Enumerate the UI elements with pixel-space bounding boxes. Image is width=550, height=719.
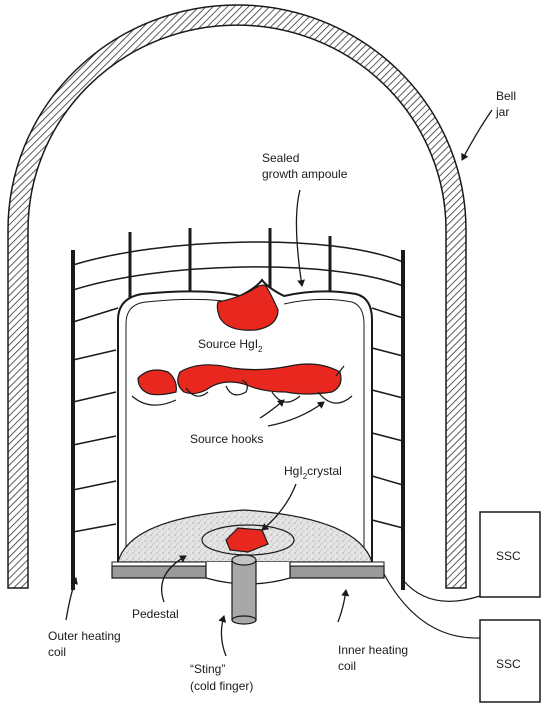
source-hgi2-blob (216, 284, 279, 331)
sting-label-1: “Sting” (190, 662, 225, 676)
pedestal-label: Pedestal (132, 607, 179, 621)
ampoule-label-1: Sealed (262, 151, 299, 165)
bell-jar (7, 4, 467, 589)
bell-jar-label-2: jar (495, 105, 509, 119)
wire-outer (402, 579, 481, 602)
sting-cold-finger (231, 554, 257, 625)
inner-coil-label-2: coil (338, 659, 356, 673)
source-hooks (131, 363, 353, 406)
outer-coil-label-1: Outer heating (48, 629, 121, 643)
hgi2-crystal-label: HgI2crystal (284, 464, 342, 481)
outer-coil-label-2: coil (48, 645, 66, 659)
inner-coil-label-1: Inner heating (338, 643, 408, 657)
growth-ampoule (117, 278, 373, 568)
ssc-label-top: SSC (496, 549, 521, 563)
sting-label-2: (cold finger) (190, 679, 253, 693)
source-hgi2-label: Source HgI2 (198, 337, 263, 354)
ssc-box-top (479, 511, 541, 598)
wire-inner (383, 573, 481, 639)
outer-heating-coil (71, 228, 405, 590)
source-hooks-label: Source hooks (190, 432, 263, 446)
ampoule-label-2: growth ampoule (262, 167, 348, 181)
ssc-label-bottom: SSC (496, 657, 521, 671)
bell-jar-label-1: Bell (496, 89, 516, 103)
label-arrows (65, 109, 493, 657)
ssc-box-bottom (479, 619, 541, 703)
hgi2-crystal (225, 527, 269, 553)
